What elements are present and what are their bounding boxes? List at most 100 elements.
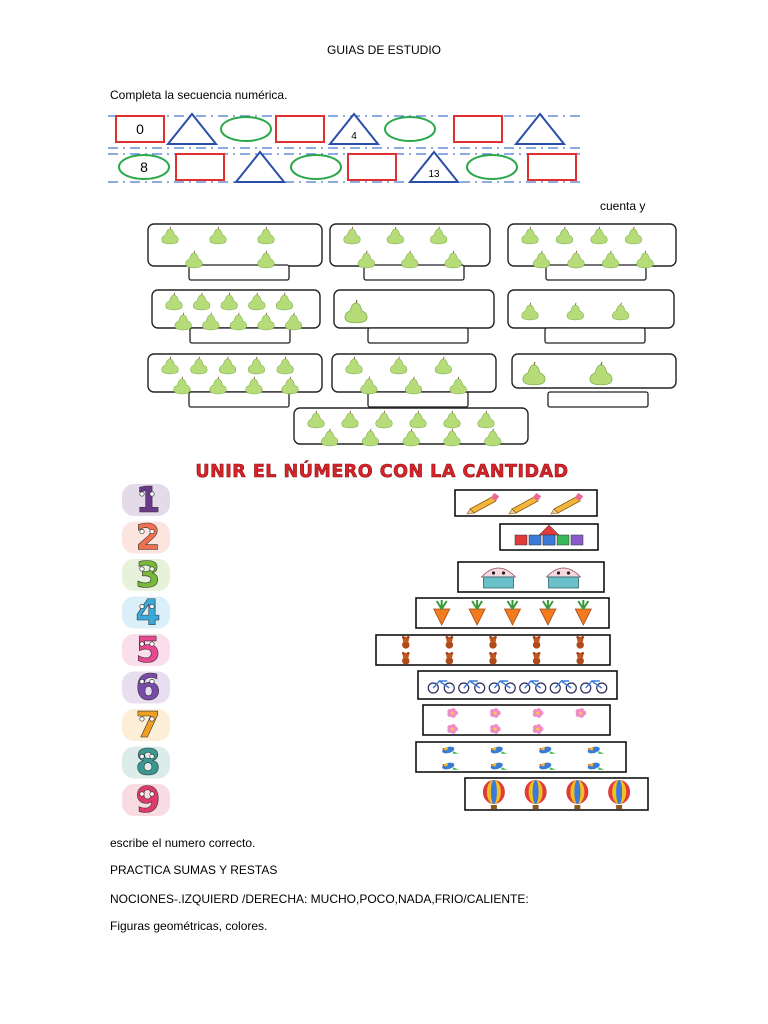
square-shape	[527, 153, 577, 181]
sequence-cell-triangle: 4	[327, 112, 381, 145]
sequence-cell-triangle	[513, 112, 567, 145]
pear-icon	[624, 226, 643, 245]
teddy-bear-item	[445, 652, 454, 665]
pear-icon	[202, 312, 220, 331]
teddy-bear-item	[401, 636, 410, 649]
eye-icon	[149, 753, 155, 759]
pear-icon	[245, 376, 263, 395]
pear-icon	[375, 410, 393, 429]
cartoon-number: 2	[135, 518, 160, 559]
teddy-bear-icon	[445, 641, 454, 649]
teddy-bear-item	[489, 636, 497, 649]
sequence-number: 13	[428, 169, 440, 180]
sequence-cell-square: 0	[115, 115, 165, 143]
number-character-4: 4	[122, 592, 170, 634]
eye-icon	[149, 716, 155, 722]
pear-icon	[409, 410, 427, 429]
counting-box	[147, 223, 323, 281]
pear-icon	[219, 356, 237, 375]
bicycle-item	[427, 680, 455, 694]
bicycle-item	[488, 680, 516, 694]
bicycle-item	[519, 680, 547, 694]
pear-icon	[405, 376, 423, 395]
pear-icon	[341, 410, 359, 429]
counting-box	[507, 223, 677, 281]
eye-icon	[139, 491, 145, 497]
number-glow	[122, 671, 170, 704]
square-shape	[453, 115, 503, 143]
number-character-9: 9	[122, 780, 170, 816]
circle-shape	[466, 154, 518, 180]
pear-icon	[361, 428, 379, 447]
eye-icon	[149, 641, 155, 647]
cupcake-icon	[480, 567, 517, 578]
bicycle-item	[549, 680, 577, 694]
teddy-bear-icon	[489, 657, 497, 665]
pear-icon	[357, 250, 375, 269]
pear-icon	[636, 250, 654, 269]
pear-icon	[522, 361, 546, 386]
pencil-item	[508, 492, 542, 515]
counting-box	[293, 407, 529, 447]
number-glow	[122, 709, 170, 741]
pear-icon	[521, 226, 539, 245]
counting-box	[331, 353, 497, 408]
sequence-cell-triangle	[233, 150, 287, 183]
pear-icon	[601, 250, 620, 269]
flower-item	[575, 708, 587, 718]
bicycle-icon	[580, 682, 592, 694]
closing-line-2: PRACTICA SUMAS Y RESTAS	[110, 863, 278, 877]
quantity-box-parrot	[415, 741, 627, 773]
circle-shape	[220, 116, 272, 142]
pear-icon	[193, 292, 211, 311]
answer-box	[544, 327, 646, 344]
pear-icon	[390, 356, 408, 375]
pear-icon	[281, 376, 299, 395]
cupcake-item	[480, 567, 517, 589]
flower-icon	[493, 727, 497, 731]
carrot-item	[539, 600, 557, 626]
pear-icon	[443, 410, 461, 429]
triangle-shape	[407, 150, 461, 183]
pear-icon	[589, 361, 613, 386]
pear-icon	[248, 292, 266, 311]
quantity-box-cupcake	[457, 561, 605, 593]
flower-icon	[536, 711, 540, 715]
quantity-box-pencil	[454, 489, 598, 517]
number-character-6: 6	[122, 667, 170, 709]
circle-shape	[384, 116, 436, 142]
cartoon-number: 3	[135, 555, 160, 596]
sequence-number: 0	[136, 121, 144, 137]
answer-box	[188, 391, 290, 408]
pear-icon	[285, 312, 303, 331]
pear-icon	[165, 292, 183, 311]
parrot-item	[539, 746, 556, 754]
pear-icon	[173, 376, 191, 395]
pear-icon	[161, 226, 179, 245]
bicycle-item	[580, 680, 608, 694]
toy-block-icon	[514, 534, 528, 546]
sequence-cell-square	[275, 115, 325, 143]
sequence-cell-triangle	[165, 112, 219, 145]
number-glow	[122, 521, 170, 554]
teddy-bear-item	[489, 652, 497, 665]
pear-icon	[174, 312, 192, 331]
eye-icon	[139, 641, 145, 647]
pear-icon	[477, 410, 495, 429]
flower-icon	[493, 711, 497, 715]
counting-frame	[147, 223, 323, 267]
pear-icon	[555, 226, 574, 245]
flower-item	[490, 708, 501, 718]
eye-icon	[139, 528, 145, 534]
eye-icon	[139, 791, 145, 797]
bicycle-icon	[488, 682, 500, 694]
pear-icon	[185, 250, 203, 269]
counting-box	[333, 289, 495, 344]
pear-icon	[345, 356, 363, 375]
sequence-cell-circle	[384, 116, 436, 142]
sequence-cell-circle	[466, 154, 518, 180]
eye-icon	[149, 604, 155, 610]
hot-air-balloon-item	[524, 780, 547, 809]
toy-block-icon	[528, 534, 542, 546]
